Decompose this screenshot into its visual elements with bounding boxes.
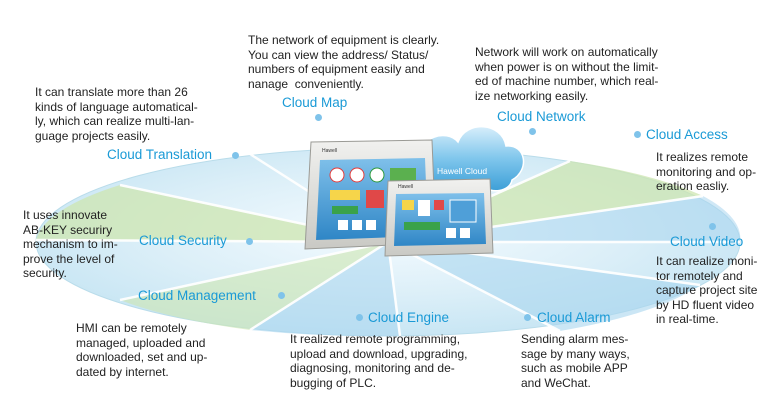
cloud-map-desc: The network of equipment is clearly. You…: [248, 33, 440, 91]
cloud-translation-dot: [232, 152, 239, 159]
cloud-map-title: Cloud Map: [282, 95, 348, 110]
cloud-network-desc: Network will work on automatically when …: [475, 45, 659, 103]
cloud-alarm-desc: Sending alarm mes- sage by many ways, su…: [521, 332, 630, 390]
cloud-access-desc: It realizes remote monitoring and op- er…: [656, 150, 757, 193]
cloud-access-title: Cloud Access: [646, 127, 728, 142]
cloud-management-desc: HMI can be remotely managed, uploaded an…: [76, 321, 208, 379]
cloud-label: Hawell Cloud: [437, 166, 488, 176]
cloud-engine-dot: [356, 314, 363, 321]
cloud-alarm-dot: [524, 314, 531, 321]
cloud-translation-title: Cloud Translation: [107, 147, 213, 162]
cloud-management-dot: [278, 292, 285, 299]
cloud-translation-desc: It can translate more than 26 kinds of l…: [35, 85, 198, 143]
cloud-security-dot: [246, 238, 253, 245]
cloud-engine-title: Cloud Engine: [368, 310, 450, 325]
cloud-video-dot: [709, 223, 716, 230]
cloud-management-title: Cloud Management: [138, 288, 256, 303]
device-brand-small: Hawell: [398, 184, 414, 190]
device-brand-large: Hawell: [322, 148, 338, 154]
cloud-engine-desc: It realized remote programming, upload a…: [290, 332, 468, 390]
cloud-security-desc: It uses innovate AB-KEY securiry mechani…: [23, 208, 118, 280]
hmi-device-small: [384, 178, 494, 257]
cloud-network-dot: [529, 128, 536, 135]
cloud-security-title: Cloud Security: [139, 233, 227, 248]
cloud-map-dot: [315, 114, 322, 121]
cloud-video-desc: It can realize moni- tor remotely and ca…: [656, 254, 758, 326]
cloud-network-title: Cloud Network: [497, 109, 586, 124]
cloud-access-dot: [634, 131, 641, 138]
cloud-alarm-title: Cloud Alarm: [537, 310, 611, 325]
cloud-video-title: Cloud Video: [670, 234, 744, 249]
